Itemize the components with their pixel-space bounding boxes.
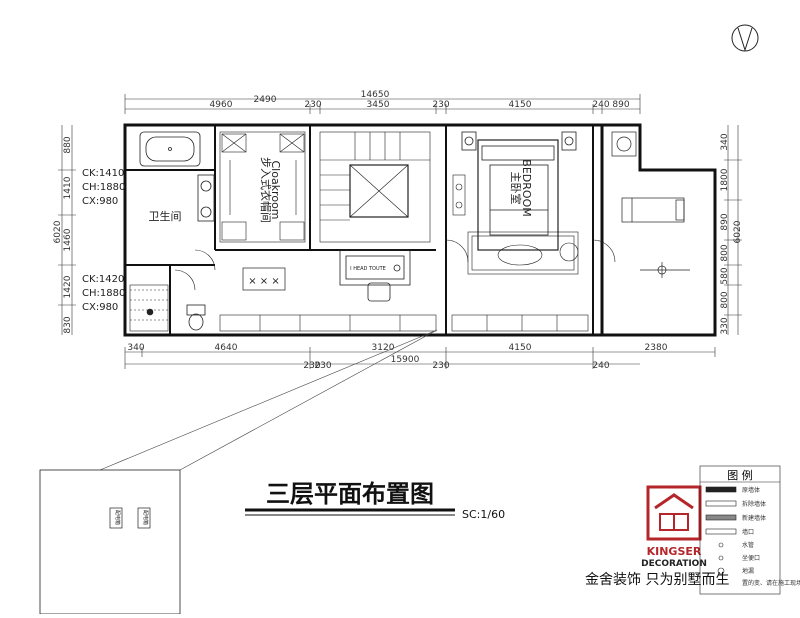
cloakroom-shelves: [219, 131, 306, 243]
detail-box-1-label: 配电箱: [114, 510, 121, 525]
spec-1-cx: CX:980: [82, 196, 118, 207]
rug-icon: [467, 231, 579, 275]
sink-icon: [197, 174, 215, 222]
washer-icon: [611, 131, 637, 157]
dim-top-8: 890: [612, 100, 629, 110]
dim-right-4: 800: [720, 244, 730, 261]
legend-item-5: 水管: [742, 541, 754, 549]
ottoman-icon: × × ×: [242, 267, 286, 291]
desk-icon: [339, 249, 411, 302]
desk-label: I HEAD TOUTE: [350, 266, 386, 272]
spec-2-cx: CX:980: [82, 302, 118, 313]
legend-item-2: 拆除墙体: [742, 500, 766, 508]
legend-swatches: [705, 486, 737, 575]
treadmill-icon: [621, 197, 685, 223]
bottom-dimensions: [124, 347, 716, 369]
dim-right-3: 890: [720, 213, 730, 230]
walls: [123, 123, 717, 337]
spec-2-ck: CK:1420: [82, 274, 124, 285]
north-arrow-icon: [731, 24, 759, 52]
brand-slogan: 金舍装饰 只为别墅而生: [585, 572, 729, 588]
dim-top-5: 230: [432, 100, 449, 110]
drawing-scale: SC:1/60: [462, 508, 505, 521]
dim-left-1: 880: [63, 136, 73, 153]
dim-top-7: 240: [592, 100, 609, 110]
dim-right-5: 580: [720, 267, 730, 284]
top-dimensions: [124, 94, 641, 114]
door-swing-icon: [174, 249, 216, 291]
legend-item-7: 地漏: [742, 567, 754, 575]
legend: [699, 465, 781, 595]
brand-name: KINGSER: [647, 545, 702, 558]
door-swing-icon: [445, 239, 616, 263]
right-dimensions: [724, 125, 742, 335]
detail-view: [39, 469, 181, 615]
dim-bot-5: 2380: [645, 343, 668, 353]
dim-left-5: 830: [63, 316, 73, 333]
dim-bot-small-3: 230: [432, 361, 449, 371]
dim-left-4: 1420: [63, 275, 73, 298]
dim-bot-small-1: 230: [303, 361, 320, 371]
dim-top-1: 4960: [210, 100, 233, 110]
legend-item-1: 原墙体: [742, 486, 760, 494]
legend-title: 图 例: [727, 468, 753, 482]
room-label-cloakroom-cn: 步入式衣帽间: [259, 157, 273, 223]
dim-bot-4: 4150: [509, 343, 532, 353]
legend-item-4: 墙口: [742, 528, 754, 536]
dim-left-3: 1460: [63, 228, 73, 251]
room-label-master-en: BEDROOM: [520, 159, 533, 216]
interior-walls: [125, 125, 594, 335]
legend-note: 置的变、请在施工现场实际情况直接变底。: [742, 579, 800, 587]
dim-bot-2: 4640: [215, 343, 238, 353]
shower-icon: [129, 284, 169, 332]
left-dimensions: [58, 125, 76, 335]
dim-top-3: 230: [304, 100, 321, 110]
spec-1-ck: CK:1410: [82, 168, 124, 179]
dim-right-total: 6020: [733, 220, 743, 243]
room-label-bathroom: 卫生间: [149, 209, 182, 223]
dim-top-total: 14650: [361, 90, 390, 100]
spec-1-ch: CH:1880: [82, 182, 125, 193]
detail-leader: [99, 329, 438, 471]
dim-right-7: 330: [720, 317, 730, 334]
bathtub-icon: [139, 131, 201, 167]
legend-item-3: 新建墙体: [742, 514, 766, 522]
room-label-cloakroom-en: Cloakroom: [269, 160, 282, 219]
dim-right-6: 800: [720, 291, 730, 308]
dim-top-2: 2490: [254, 95, 277, 105]
dim-left-total: 6020: [53, 220, 63, 243]
bed-icon: [461, 131, 577, 251]
dim-right-2: 1800: [720, 168, 730, 191]
dim-top-4: 3450: [367, 100, 390, 110]
brand-logo-icon: [646, 485, 702, 541]
dim-bot-1: 340: [127, 343, 144, 353]
spec-2-ch: CH:1880: [82, 288, 125, 299]
svg-text:× × ×: × × ×: [248, 276, 280, 287]
dim-top-6: 4150: [509, 100, 532, 110]
brand-sub: DECORATION: [641, 559, 707, 569]
dim-bot-small-4: 240: [592, 361, 609, 371]
dim-bot-total: 15900: [391, 355, 420, 365]
dim-bot-3: 3120: [372, 343, 395, 353]
dim-bot-small-2: 230: [314, 361, 331, 371]
bottom-cabinets: [219, 314, 589, 332]
staircase-icon: [319, 131, 431, 243]
dim-left-2: 1410: [63, 176, 73, 199]
electrical-box-icon: [109, 507, 151, 529]
detail-box-2-label: 配电箱: [142, 510, 149, 525]
nightstand-icon: [452, 174, 466, 216]
dim-right-1: 340: [720, 133, 730, 150]
drawing-title: 三层平面布置图: [266, 480, 434, 508]
legend-item-6: 坐便口: [742, 554, 760, 562]
toilet-icon: [186, 304, 206, 331]
room-label-master-cn: 主卧室: [509, 172, 523, 205]
exercise-bike-icon: [640, 262, 690, 278]
